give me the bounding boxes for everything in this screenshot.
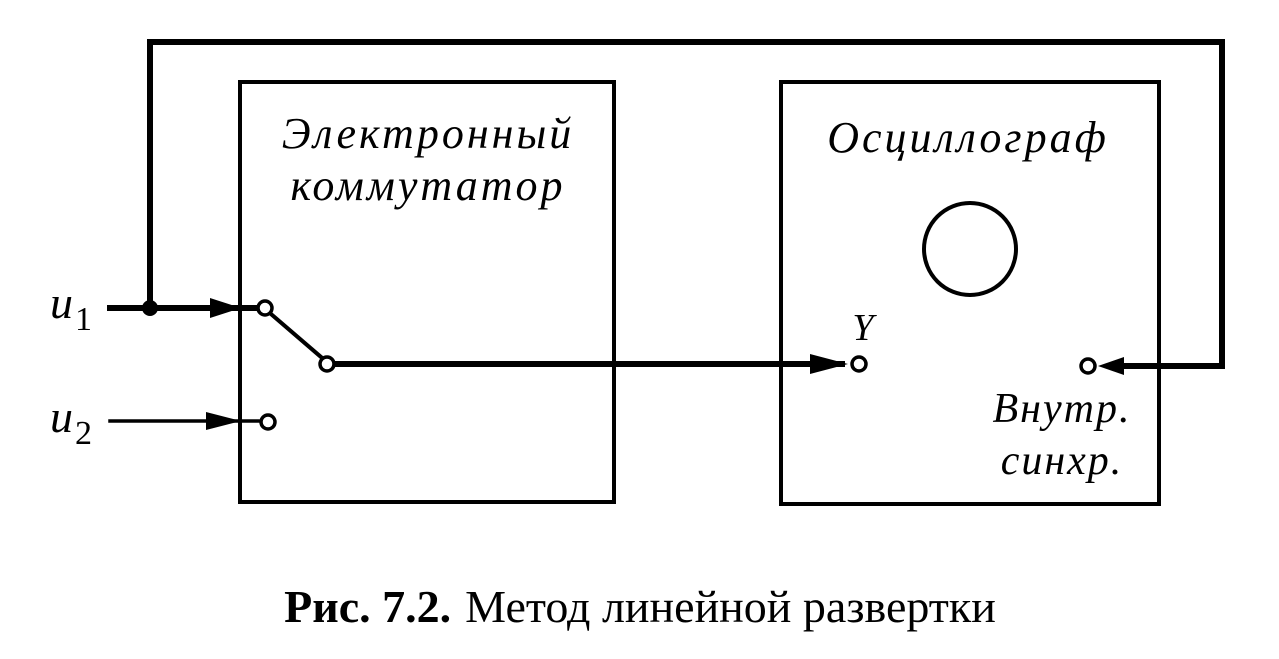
y-input-arrowhead: [810, 354, 848, 374]
commutator-title-line2: коммутатор: [290, 161, 565, 210]
switch-terminal-common: [318, 355, 336, 373]
sync-label-line1: Внутр.: [993, 386, 1132, 432]
sync-label-line2: синхр.: [1001, 438, 1124, 484]
oscilloscope-screen: [922, 201, 1018, 297]
commutator-box: [238, 80, 616, 504]
sync-input-arrowhead: [1098, 357, 1124, 375]
u2-symbol: u: [50, 391, 73, 442]
u2-input-arrowhead: [206, 412, 241, 430]
oscilloscope-box: [779, 80, 1161, 506]
u2-subscript: 2: [75, 415, 92, 452]
u2-label: u2: [50, 391, 92, 452]
y-input-label: Y: [852, 307, 877, 349]
commutator-title-line1: Электронный: [282, 109, 575, 158]
caption-text: Метод линейной развертки: [465, 581, 996, 632]
switch-terminal-u1: [256, 299, 274, 317]
u1-label: u1: [50, 277, 92, 338]
sync-feedback-wire: [147, 39, 1225, 369]
figure-caption: Рис. 7.2. Метод линейной развертки: [284, 581, 996, 632]
u1-junction-dot: [142, 300, 158, 316]
switch-blade: [268, 311, 324, 360]
u1-symbol: u: [50, 277, 73, 328]
u1-subscript: 1: [75, 301, 92, 338]
y-input-terminal: [850, 355, 868, 373]
switch-terminal-u2: [259, 413, 277, 431]
oscilloscope-title: Осциллограф: [827, 113, 1109, 162]
caption-number: Рис. 7.2.: [284, 581, 451, 632]
sync-input-terminal: [1079, 357, 1097, 375]
u1-input-arrowhead: [210, 298, 241, 318]
